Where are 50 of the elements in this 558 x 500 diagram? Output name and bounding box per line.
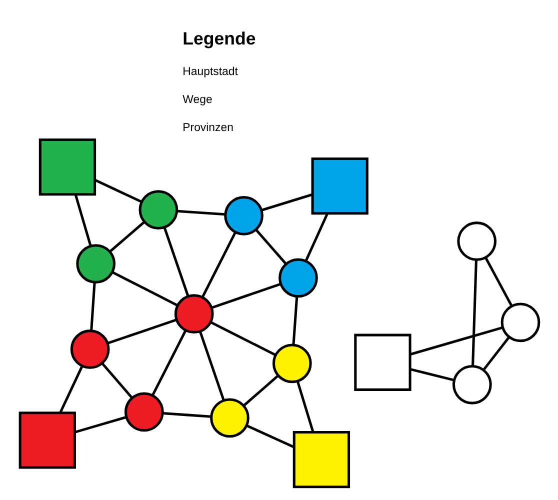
node-circle	[76, 244, 116, 284]
node-circle	[70, 330, 110, 369]
connector	[482, 336, 510, 371]
node-circle	[452, 364, 492, 404]
connector	[198, 331, 224, 401]
connector	[210, 321, 276, 356]
node-circle	[272, 344, 312, 384]
node-circle	[124, 392, 164, 432]
node-circle	[456, 222, 496, 261]
connector	[176, 210, 225, 216]
legend-label: Wege	[182, 94, 212, 106]
connector	[111, 271, 178, 307]
node-circle	[174, 294, 214, 334]
connector	[90, 282, 96, 331]
legend-label: Provinzen	[182, 122, 233, 134]
connector	[94, 178, 142, 203]
connector	[210, 282, 280, 309]
connector	[109, 220, 145, 252]
node-box	[38, 138, 96, 196]
connector	[409, 326, 502, 356]
node-box	[310, 158, 368, 215]
node-circle	[210, 398, 249, 438]
node-circle	[500, 302, 540, 342]
node-box	[354, 334, 411, 391]
connector	[471, 260, 477, 366]
connector	[162, 412, 211, 418]
node-box	[292, 431, 350, 488]
connector	[74, 416, 126, 434]
connector	[200, 232, 236, 298]
label: Legende	[182, 28, 256, 48]
connector	[74, 194, 92, 246]
connector	[106, 318, 176, 344]
connector	[242, 374, 279, 406]
node-box	[18, 412, 76, 469]
connector	[484, 257, 512, 307]
node-circle	[138, 190, 178, 230]
connector	[151, 330, 186, 396]
legend-label: Hauptstadt	[182, 66, 238, 78]
connector	[260, 193, 312, 212]
connector	[304, 213, 328, 262]
connector	[162, 227, 189, 296]
connector	[296, 381, 314, 432]
connector	[409, 368, 454, 382]
connector	[246, 424, 294, 448]
node-circle	[278, 258, 318, 298]
connector	[101, 362, 133, 399]
connector	[254, 229, 286, 265]
node-circle	[224, 196, 263, 236]
connector	[292, 296, 298, 345]
connector	[58, 366, 83, 413]
